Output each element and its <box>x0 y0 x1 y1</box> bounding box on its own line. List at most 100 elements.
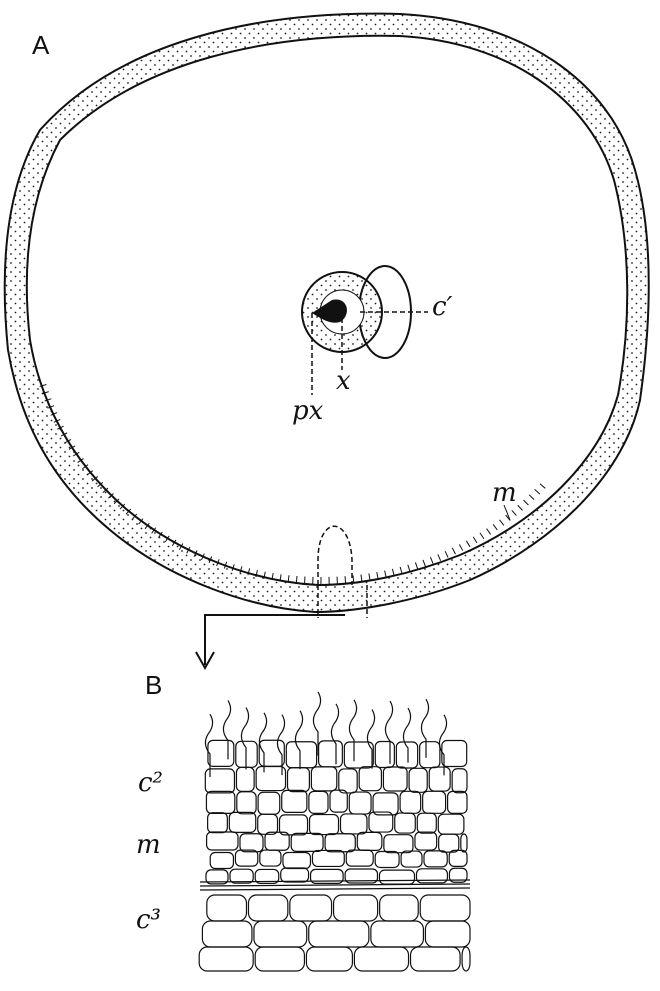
cell <box>383 834 414 854</box>
cortex-cell <box>353 946 410 972</box>
root-hair <box>348 699 358 762</box>
tick-mark <box>255 570 258 578</box>
cell <box>345 849 374 867</box>
tick-mark <box>239 566 243 574</box>
cell <box>394 812 416 834</box>
tick-mark <box>82 464 89 470</box>
tick-mark <box>458 544 464 551</box>
cortex-cell <box>308 920 370 948</box>
cell <box>285 741 318 769</box>
cortex-cell <box>254 946 306 972</box>
tick-mark <box>131 513 138 520</box>
tick-mark <box>216 559 220 566</box>
cell <box>374 850 400 869</box>
tick-mark <box>352 575 355 583</box>
tick-mark <box>158 531 163 538</box>
cell <box>206 831 239 851</box>
panel-label-b: B <box>145 670 163 700</box>
tick-mark <box>50 412 58 416</box>
tick-mark <box>164 535 170 543</box>
tick-mark <box>534 488 541 495</box>
outer-cortex <box>3 12 650 614</box>
root-hair <box>312 691 322 756</box>
label-m-b: m <box>136 830 161 860</box>
tick-mark <box>171 539 177 547</box>
tick-mark <box>523 499 529 506</box>
tick-mark <box>53 418 61 423</box>
tick-mark <box>151 527 157 534</box>
tick-mark <box>60 432 68 437</box>
cell <box>281 789 308 814</box>
cell <box>438 833 460 853</box>
tick-mark <box>511 509 517 516</box>
cell <box>415 868 449 884</box>
root-hair <box>384 700 394 764</box>
tick-mark <box>295 575 298 584</box>
cell <box>343 741 374 769</box>
tick-mark <box>231 564 235 572</box>
cell <box>207 739 235 767</box>
cell <box>422 790 447 814</box>
meristem-ticks <box>39 384 546 585</box>
tick-mark <box>429 557 434 564</box>
cell <box>414 831 438 851</box>
cell <box>372 792 399 816</box>
cell <box>446 790 468 814</box>
cell <box>257 791 281 815</box>
tick-mark <box>102 487 109 494</box>
root-hair <box>222 700 232 760</box>
cortex-cell <box>409 946 461 972</box>
cell <box>374 740 395 769</box>
tick-mark <box>279 574 282 582</box>
tick-mark <box>77 458 84 463</box>
cell <box>338 768 358 794</box>
cell <box>205 869 229 885</box>
cell <box>356 831 383 851</box>
tick-mark <box>376 571 379 580</box>
cell <box>437 813 465 835</box>
cell <box>419 741 441 769</box>
tick-mark <box>119 503 126 510</box>
cortex-cell <box>289 894 333 922</box>
tick-mark <box>360 574 363 582</box>
tick-mark <box>208 556 213 564</box>
root-hair <box>366 709 376 769</box>
label-px: px <box>292 396 324 426</box>
cell <box>382 766 408 792</box>
tick-mark <box>486 528 492 535</box>
cell <box>408 767 428 793</box>
tick-mark <box>517 504 523 511</box>
cortex-cell <box>253 920 308 948</box>
cell <box>441 739 468 768</box>
cell <box>257 813 279 835</box>
tick-mark <box>113 498 120 505</box>
cell <box>308 813 340 836</box>
tick-mark <box>407 564 411 572</box>
tick-mark <box>57 425 64 430</box>
tick-mark <box>91 476 99 482</box>
cell <box>309 868 344 884</box>
cortex-cell <box>379 894 419 922</box>
label-m: m <box>492 478 517 508</box>
cell <box>423 850 448 868</box>
tick-mark <box>287 575 290 583</box>
tick-mark <box>68 445 76 450</box>
tick-mark <box>41 391 49 395</box>
root-hair <box>276 714 286 776</box>
root-hair <box>204 713 214 778</box>
tick-mark <box>368 573 371 581</box>
tick-mark <box>399 566 403 574</box>
cell <box>448 867 468 883</box>
cell-wall-layer <box>199 883 471 887</box>
tick-mark <box>247 568 251 576</box>
cortex-cell <box>424 920 471 948</box>
tick-mark <box>44 398 52 402</box>
cortex-cell <box>198 946 254 972</box>
cell <box>207 812 228 834</box>
tick-mark <box>223 561 228 569</box>
cortex-cell <box>201 920 253 948</box>
tick-mark <box>97 481 104 488</box>
cell <box>290 832 324 852</box>
cell <box>254 868 280 885</box>
